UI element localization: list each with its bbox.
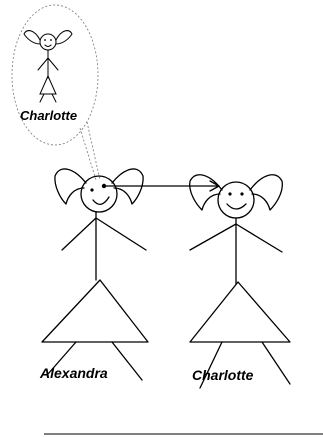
arm (38, 58, 48, 70)
left-girl-figure (42, 169, 148, 380)
eye (50, 39, 52, 41)
pigtail-left (190, 175, 222, 210)
eye (90, 188, 93, 191)
leg (262, 342, 290, 384)
dress (40, 76, 56, 94)
thought-bubble-outline (12, 5, 98, 145)
leg (112, 342, 142, 380)
thought-bubble: Charlotte (12, 5, 100, 180)
right-girl-figure (190, 175, 290, 388)
right-name-label: Charlotte (192, 367, 254, 383)
arm (48, 58, 58, 70)
dress (42, 280, 148, 342)
pigtail-right (250, 175, 282, 210)
pigtail-left (24, 31, 40, 44)
dress (190, 282, 290, 342)
arm (190, 224, 236, 250)
head (218, 182, 254, 218)
smile (227, 204, 246, 209)
leg (52, 94, 56, 102)
smile (93, 197, 109, 204)
leg (40, 94, 44, 102)
small-girl-figure (24, 31, 72, 102)
eye (228, 192, 231, 195)
pigtail-right (56, 31, 72, 44)
thought-name-label: Charlotte (20, 108, 77, 123)
head (81, 176, 117, 212)
smile (45, 45, 51, 47)
left-name-label: Alexandra (39, 365, 108, 381)
eye (44, 39, 46, 41)
arm (96, 218, 146, 250)
head (40, 34, 56, 50)
arm (62, 218, 96, 250)
eye (240, 192, 243, 195)
thought-pointer-line (80, 128, 96, 180)
arm (236, 224, 282, 252)
